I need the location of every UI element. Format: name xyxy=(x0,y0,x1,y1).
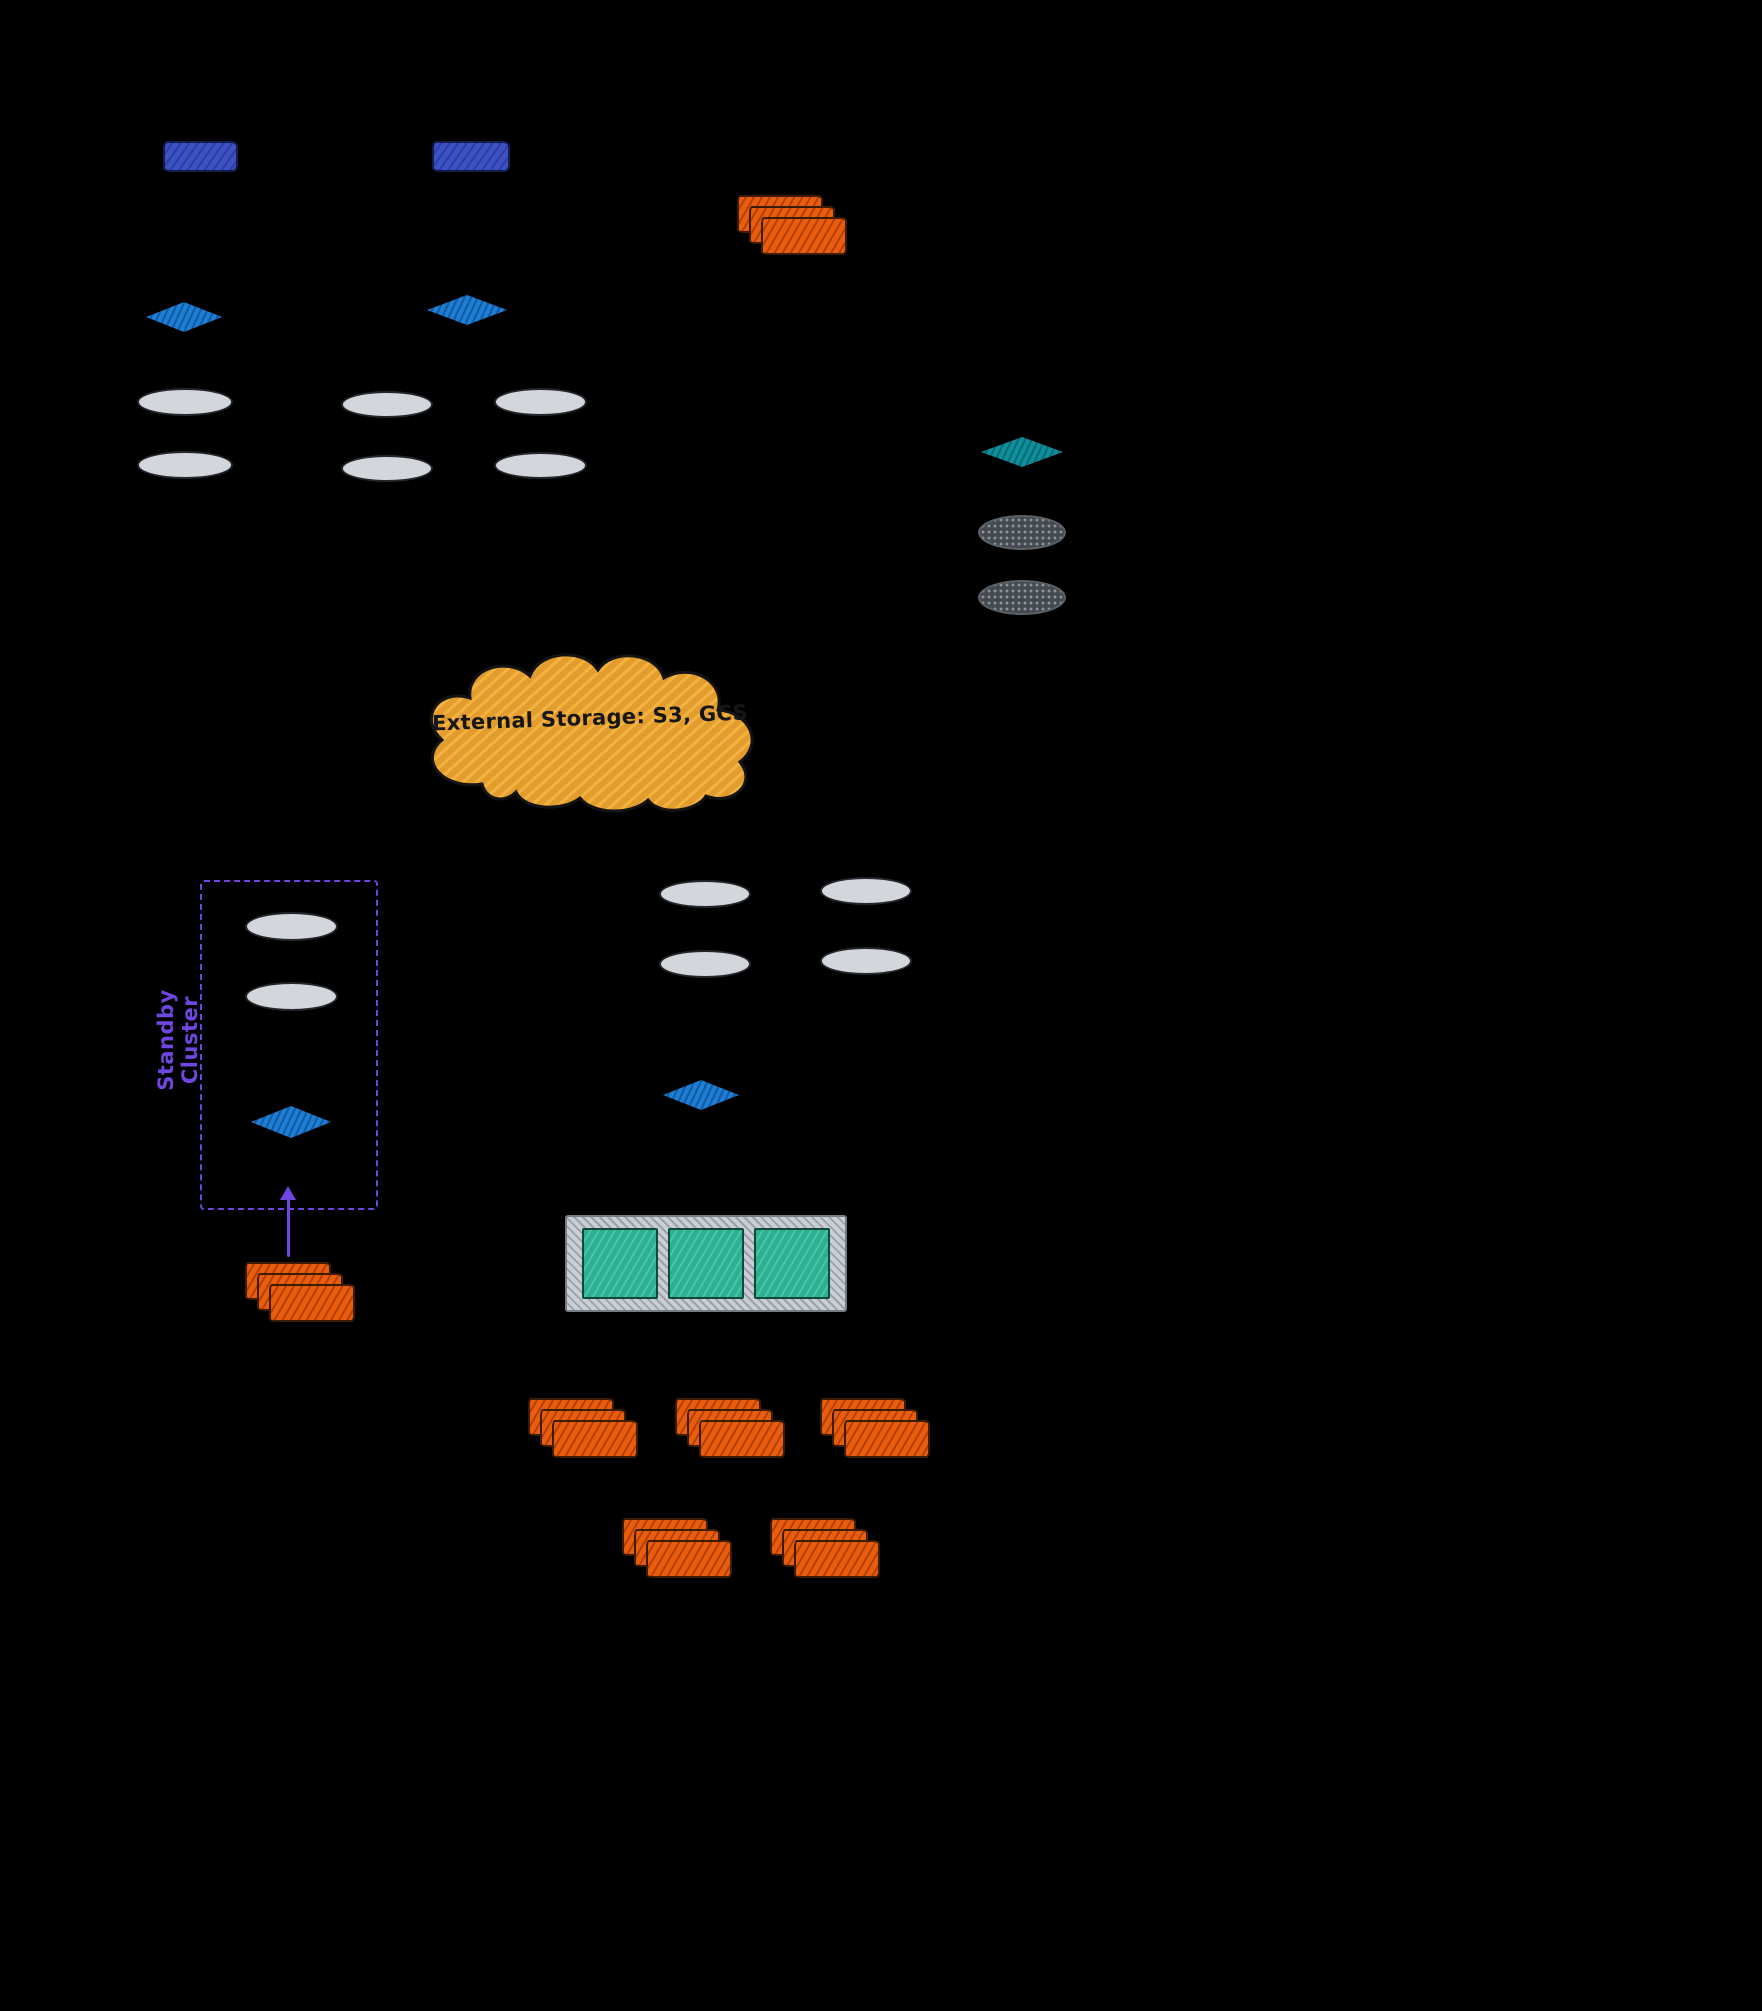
restore-arrow-line xyxy=(287,1199,290,1257)
blue-diamond-restore xyxy=(663,1080,739,1110)
client-box-left xyxy=(163,141,238,172)
document-icon xyxy=(794,1540,880,1578)
cluster-node-ellipse xyxy=(341,455,433,482)
document-stack-bottom xyxy=(820,1398,930,1458)
document-stack-bottom xyxy=(528,1398,638,1458)
document-icon xyxy=(646,1540,732,1578)
document-icon xyxy=(761,217,847,255)
dotted-ellipse-node xyxy=(978,515,1066,550)
document-stack-bottom xyxy=(770,1518,880,1578)
cluster-node-ellipse xyxy=(494,452,587,479)
document-stack-bottom xyxy=(675,1398,785,1458)
document-stack-bottom xyxy=(622,1518,732,1578)
cluster-node-ellipse xyxy=(245,982,338,1011)
green-square xyxy=(668,1228,744,1299)
cluster-node-ellipse xyxy=(137,388,233,416)
cloud-shape xyxy=(430,653,754,813)
external-storage-cloud: External Storage: S3, GCS xyxy=(408,648,772,816)
green-square xyxy=(754,1228,830,1299)
document-icon xyxy=(844,1420,930,1458)
blue-diamond-top-middle xyxy=(427,295,507,325)
cluster-node-ellipse xyxy=(245,912,338,941)
green-square xyxy=(582,1228,658,1299)
client-box-middle xyxy=(432,141,510,172)
cluster-node-ellipse xyxy=(659,880,751,908)
cluster-node-ellipse xyxy=(137,451,233,479)
cluster-node-ellipse xyxy=(820,947,912,975)
cluster-node-ellipse xyxy=(341,391,433,418)
blue-diamond-top-left xyxy=(146,302,222,332)
cluster-node-ellipse xyxy=(494,388,587,416)
standby-cluster-label: Standby Cluster xyxy=(154,989,202,1091)
restore-arrow-head xyxy=(280,1186,296,1200)
cloud-path xyxy=(430,653,754,813)
document-stack-top-right xyxy=(737,195,847,255)
document-icon xyxy=(269,1284,355,1322)
document-stack-standby xyxy=(245,1262,355,1322)
cluster-node-ellipse xyxy=(659,950,751,978)
dotted-ellipse-node xyxy=(978,580,1066,615)
document-icon xyxy=(699,1420,785,1458)
squares-container-frame xyxy=(565,1215,847,1312)
cluster-node-ellipse xyxy=(820,877,912,905)
teal-diamond-right xyxy=(981,437,1063,467)
document-icon xyxy=(552,1420,638,1458)
